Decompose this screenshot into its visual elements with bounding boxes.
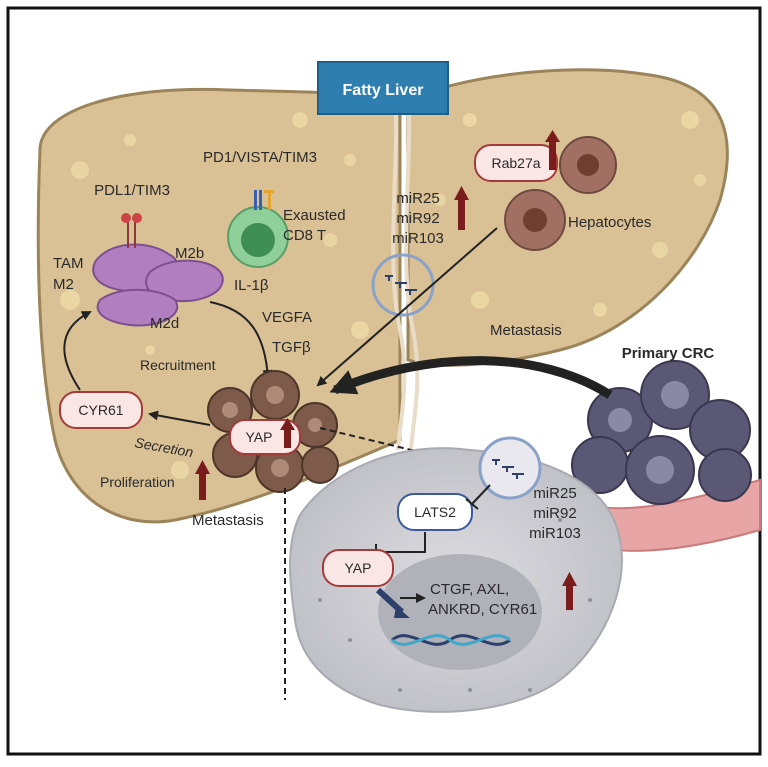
arrow-secretion [148,410,211,426]
cd8-t-cell [227,190,289,268]
up-arrow-rab27a [549,140,556,170]
label-cyr61-box: CYR61 [78,402,123,418]
mirna-cell-2: miR92 [533,505,576,522]
label-il1b: IL-1β [234,277,269,294]
arrow-yap-to-dna-head [394,606,410,618]
label-tam: TAM [53,255,84,272]
title-box [317,61,449,115]
mirna-liver-3: miR103 [392,230,444,247]
label-targets-2: ANKRD, CYR61 [428,601,537,618]
arrow-cyr61-to-tam [63,311,92,391]
label-m2d: M2d [150,315,179,332]
label-yap-cell: YAP [345,560,372,576]
label-metastasis-right: Metastasis [490,322,562,339]
label-tgfb: TGFβ [272,339,311,356]
label-m2: M2 [53,276,74,293]
label-exhausted-2: CD8 T [283,227,326,244]
mirna-liver-list: miR25 miR92 miR103 [392,190,444,247]
label-vegfa: VEGFA [262,309,312,326]
inhibit-mirna-lats2-bar [465,498,479,510]
mirna-liver-1: miR25 [396,190,439,207]
yap-cell-box [322,549,394,587]
mirna-cell-list: miR25 miR92 miR103 [529,485,581,542]
mirna-liver-2: miR92 [396,210,439,227]
label-primary-crc: Primary CRC [622,345,715,362]
up-arrow-mirna-liver [458,198,465,230]
label-exhausted-1: Exausted [283,207,346,224]
label-yap-tumor: YAP [246,429,273,445]
up-arrow-proliferation-head [195,460,210,474]
label-hepatocytes: Hepatocytes [568,214,651,231]
up-arrow-mirna-liver-head [454,186,469,200]
title: Fatty Liver [343,82,424,99]
up-arrow-targets-head [562,572,577,586]
dna-icon [391,634,511,646]
label-rab27a: Rab27a [491,155,540,171]
pdl1-receptor-icon [121,213,142,248]
inhibit-lats2-yap [376,532,426,553]
label-pd1-vista-tim3: PD1/VISTA/TIM3 [203,149,317,166]
inhibit-mirna-lats2 [471,484,491,505]
label-m2b: M2b [175,245,204,262]
cyr61-box [59,391,143,429]
up-arrow-proliferation [199,472,206,500]
label-lats2: LATS2 [414,504,456,520]
exosome-cell-icon [478,436,542,500]
arrow-tam-to-tumor [209,301,273,380]
up-arrow-rab27a-head [545,130,560,142]
mirna-cell-1: miR25 [533,485,576,502]
label-targets-1: CTGF, AXL, [430,581,509,598]
label-metastasis-left: Metastasis [192,512,264,529]
mirna-cell-3: miR103 [529,525,581,542]
label-proliferation: Proliferation [100,474,175,490]
rab27a-box [474,144,558,182]
macrophages [92,243,224,327]
up-arrow-yap-tumor [284,428,291,448]
up-arrow-yap-tumor-head [280,418,295,430]
label-pdl1-tim3: PDL1/TIM3 [94,182,170,199]
lats2-box [397,493,473,531]
arrow-hepatocyte-to-tumor [316,227,498,387]
arrow-crc-to-liver [329,356,613,399]
label-recruitment: Recruitment [140,357,216,373]
figure-border [6,6,762,756]
hepatocytes [504,136,617,251]
up-arrow-targets [566,584,573,610]
